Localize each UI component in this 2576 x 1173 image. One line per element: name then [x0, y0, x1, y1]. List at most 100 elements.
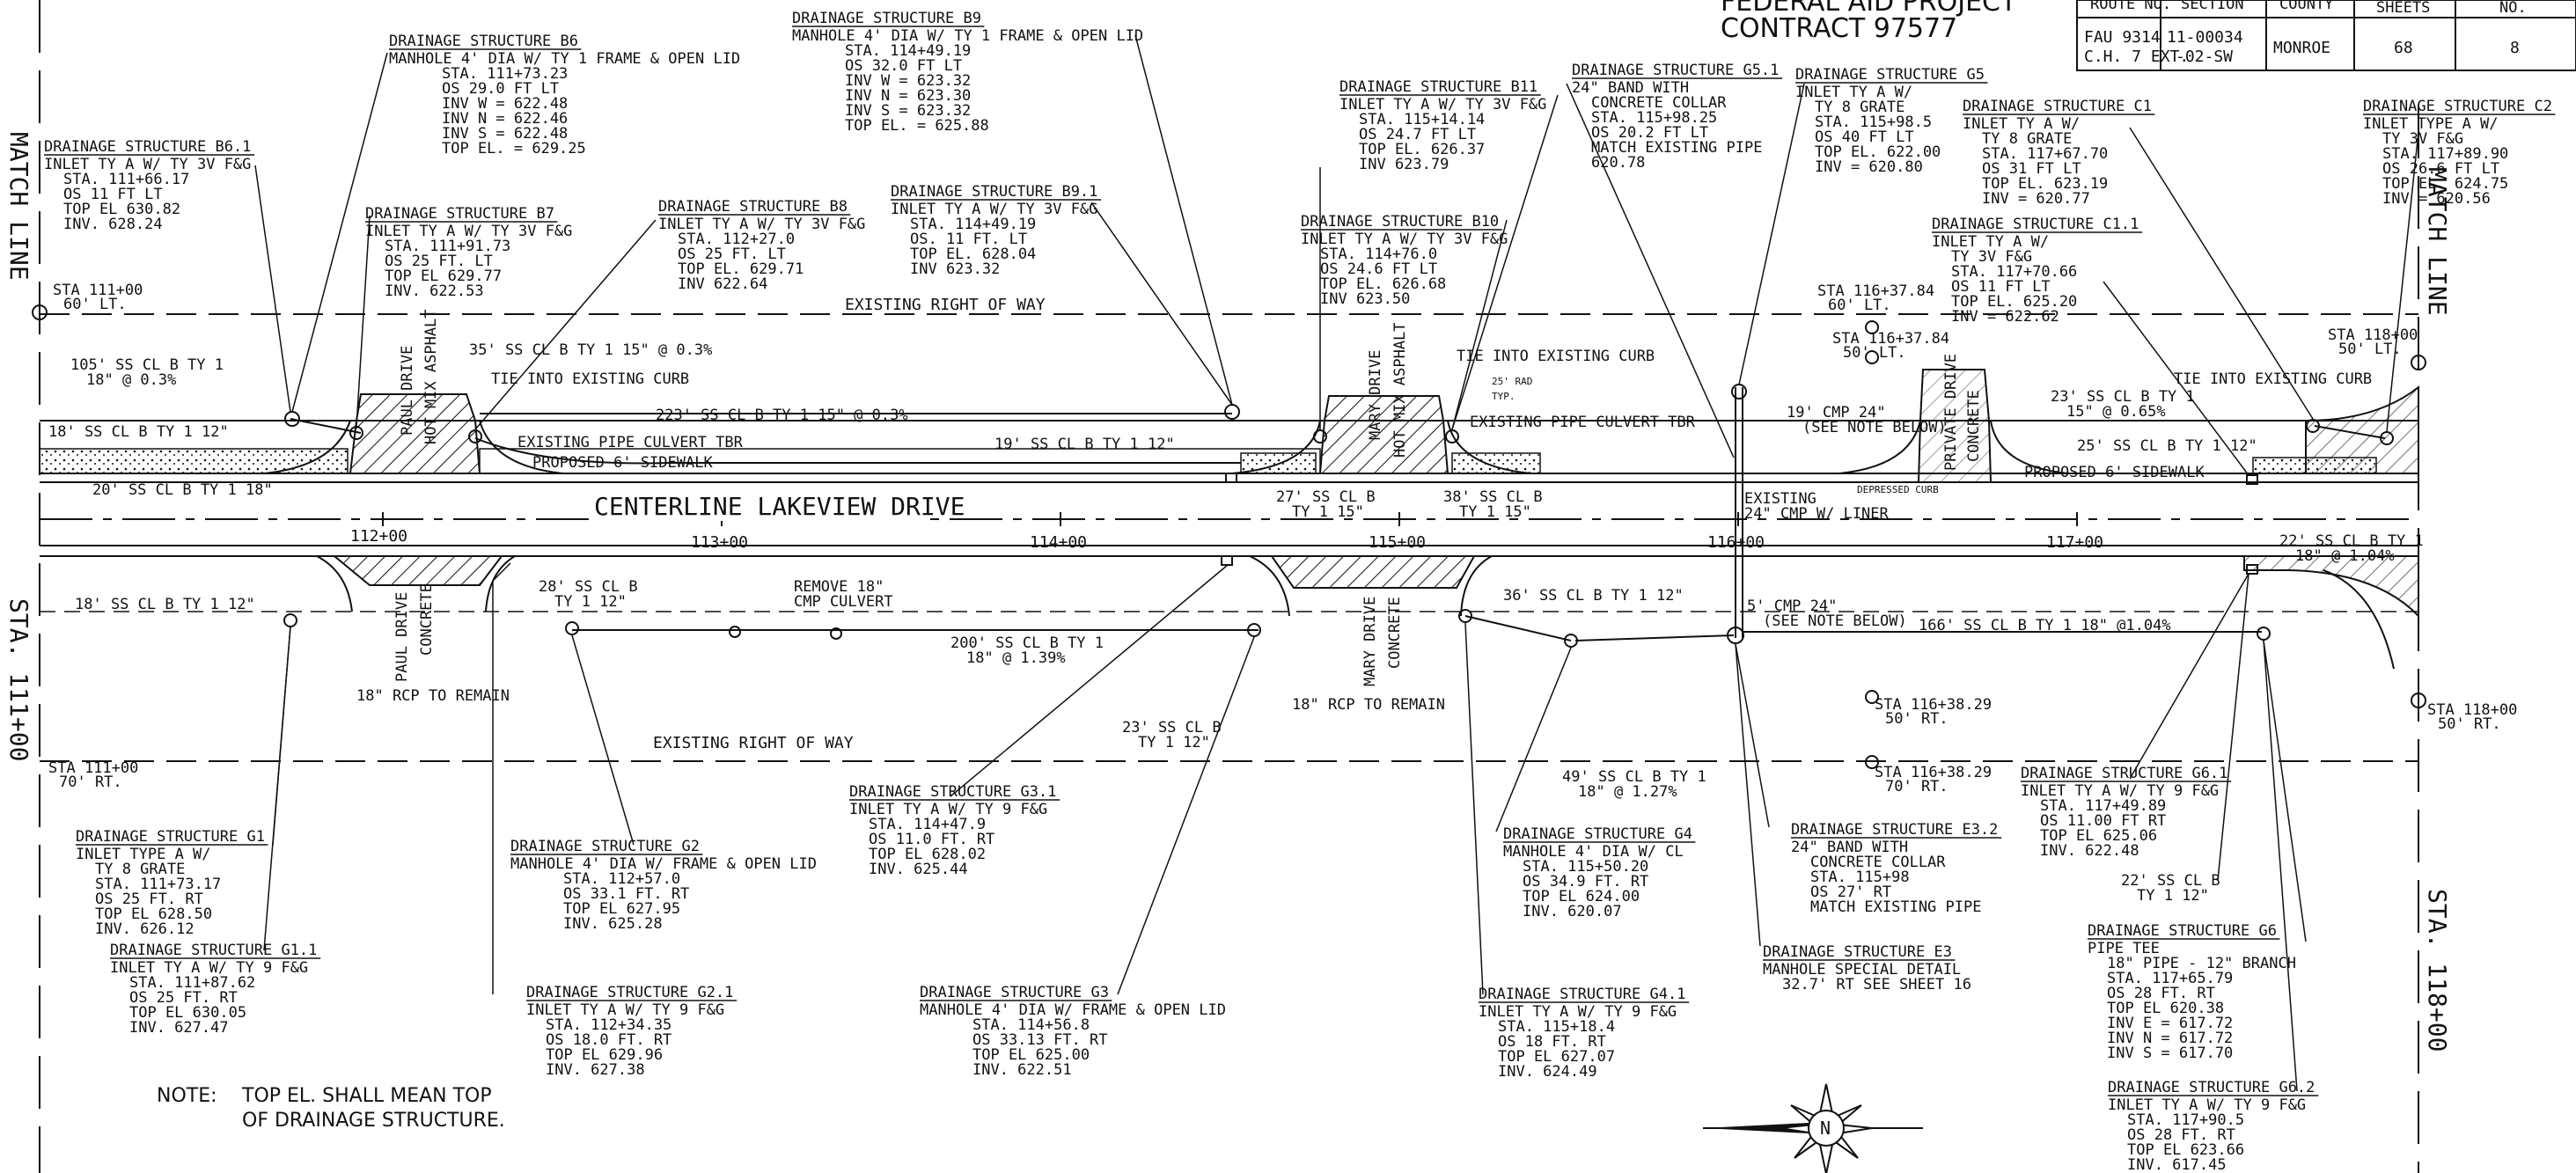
structure-line-g1: TOP EL 628.50: [95, 905, 212, 923]
sheets-header: SHEETS: [2376, 0, 2430, 17]
structure-line-g2-1: OS 18.0 FT. RT: [546, 1031, 672, 1049]
county-value: MONROE: [2273, 39, 2330, 57]
structure-line-g2-1: STA. 112+34.35: [546, 1016, 672, 1034]
station-offset-sta-116-north-1: STA 116+37.84: [1817, 282, 1934, 300]
structure-line-g4-1: TOP EL 627.07: [1498, 1048, 1615, 1066]
plan-note-existing-cmp: 24" CMP W/ LINER: [1744, 505, 1890, 523]
structure-line-b9: INV N = 623.30: [845, 87, 971, 105]
centerline-label-mask: [590, 493, 924, 521]
structure-title-g5: DRAINAGE STRUCTURE G5: [1795, 66, 1985, 84]
title-table: [2076, 0, 2576, 71]
structure-line-b9: INV S = 623.32: [845, 102, 971, 120]
structure-title-g6: DRAINAGE STRUCTURE G6: [2088, 922, 2277, 940]
structure-line-e3-2: STA. 115+98: [1810, 869, 1910, 886]
plan-note-rad: 25' RAD: [1492, 376, 1532, 387]
pipe-label-pipe-35: 35' SS CL B TY 1 15" @ 0.3%: [469, 341, 712, 359]
structure-line-c2: INLET TYPE A W/: [2363, 115, 2499, 133]
plan-note-culvert-tbr-2: EXISTING PIPE CULVERT TBR: [1470, 414, 1696, 431]
sewer-run-north-right: [2314, 425, 2386, 439]
structure-title-g1: DRAINAGE STRUCTURE G1: [76, 828, 265, 846]
pipe-label-pipe-23-b: TY 1 12": [1138, 734, 1210, 751]
structure-line-g1: INV. 626.12: [95, 920, 194, 938]
structure-line-c1: TY 8 GRATE: [1982, 130, 2072, 148]
federal-aid-header: FEDERAL AID PROJECT: [1721, 0, 2017, 18]
structure-line-g5-1: 620.78: [1591, 154, 1645, 172]
structure-line-g4-1: STA. 115+18.4: [1498, 1018, 1615, 1036]
station-ticks: [382, 512, 2078, 526]
structure-title-b6-1: DRAINAGE STRUCTURE B6.1: [44, 138, 251, 156]
plan-note-tie-curb-2: TIE INTO EXISTING CURB: [1457, 348, 1655, 365]
paul-drive-north-surface: HOT MIX ASPHALT: [422, 309, 440, 444]
station-offset-sta-116-south-2: STA 116+38.29: [1875, 764, 1992, 781]
structure-line-b9-1: INV 623.32: [910, 260, 1000, 278]
pipe-label-pipe-28: 28' SS CL B: [539, 578, 638, 596]
structure-line-g4: TOP EL 624.00: [1523, 888, 1640, 905]
plan-note-culvert-tbr-1: EXISTING PIPE CULVERT TBR: [517, 434, 744, 451]
mary-drive-south-surface: CONCRETE: [1386, 597, 1404, 669]
structure-line-g1: STA. 111+73.17: [95, 876, 221, 893]
structure-line-g3-1: TOP EL 628.02: [869, 846, 986, 863]
structure-line-g4-1: OS 18 FT. RT: [1498, 1033, 1606, 1051]
pipe-label-pipe-38: TY 1 15": [1459, 503, 1531, 521]
station-labels: 112+00 113+00 114+00 115+00 116+00 117+0…: [350, 527, 2103, 552]
curb-return-g6: [2243, 555, 2419, 619]
structure-line-g6-1: OS 11.00 FT RT: [2040, 812, 2166, 830]
structure-line-g3: STA. 114+56.8: [972, 1016, 1090, 1034]
note-line-2: OF DRAINAGE STRUCTURE.: [242, 1110, 505, 1132]
structure-line-c1-1: TY 3V F&G: [1951, 248, 2032, 266]
mary-drive-north-surface: HOT MIX ASPHALT: [1391, 322, 1409, 458]
structure-line-g3: INV. 622.51: [972, 1061, 1072, 1079]
plan-note-sidewalk-2: PROPOSED 6' SIDEWALK: [2024, 464, 2205, 481]
pipe-label-pipe-25: 25' SS CL B TY 1 12": [2077, 437, 2257, 455]
pipe-label-pipe-105: 105' SS CL B TY 1: [70, 356, 224, 374]
structure-line-g5-1: OS 20.2 FT LT: [1591, 124, 1708, 142]
sidewalk-north-right: [2252, 457, 2377, 474]
structure-line-b11: STA. 115+14.14: [1359, 111, 1485, 128]
general-note: NOTE: TOP EL. SHALL MEAN TOP OF DRAINAGE…: [157, 1085, 505, 1132]
structure-line-b7: INLET TY A W/ TY 3V F&G: [365, 223, 572, 240]
structure-title-g3-1: DRAINAGE STRUCTURE G3.1: [849, 783, 1056, 801]
plan-note-rad: TYP.: [1492, 391, 1516, 402]
structure-title-b10: DRAINAGE STRUCTURE B10: [1301, 213, 1499, 231]
structure-line-e3: MANHOLE SPECIAL DETAIL: [1763, 961, 1961, 979]
pipe-label-pipe-200: 18" @ 1.39%: [966, 649, 1066, 667]
station-offset-sta-118-south: 50' RT.: [2438, 715, 2501, 733]
structure-line-c1: TOP EL. 623.19: [1982, 175, 2108, 193]
structure-line-g5-1: MATCH EXISTING PIPE: [1591, 139, 1762, 157]
culvert-tbr-north: [474, 437, 1241, 465]
structure-title-c1: DRAINAGE STRUCTURE C1: [1963, 98, 2152, 115]
structure-callout-g5-1: DRAINAGE STRUCTURE G5.124" BAND WITHCONC…: [1572, 62, 1783, 172]
pipe-label-pipe-19-cmp: 19' CMP 24": [1787, 404, 1886, 422]
plan-note-tie-curb-1: TIE INTO EXISTING CURB: [491, 370, 689, 388]
pipe-label-pipe-38: 38' SS CL B: [1443, 488, 1543, 506]
structure-line-g2-1: TOP EL 629.96: [546, 1046, 663, 1064]
sheet-number-value: 8: [2510, 39, 2520, 57]
structure-line-b10: TOP EL. 626.68: [1320, 275, 1446, 293]
structure-title-b9: DRAINAGE STRUCTURE B9: [792, 10, 981, 27]
structure-line-g3-1: STA. 114+47.9: [869, 816, 986, 833]
structure-line-g5: OS 40 FT LT: [1815, 128, 1914, 146]
structure-line-g1-1: INV. 627.47: [129, 1019, 229, 1037]
structure-title-e3: DRAINAGE STRUCTURE E3: [1763, 943, 1952, 961]
paul-drive-south: [316, 555, 516, 612]
structure-line-g6: STA. 117+65.79: [2107, 970, 2233, 987]
structure-line-b7: STA. 111+91.73: [385, 238, 510, 255]
curb-return-g6-line: [2323, 569, 2395, 670]
pipe-label-pipe-5-cmp: 5' CMP 24": [1747, 597, 1837, 615]
structure-line-b9: STA. 114+49.19: [845, 42, 971, 60]
structure-line-b11: OS 24.7 FT LT: [1359, 126, 1476, 143]
structure-line-c2: STA. 117+89.90: [2382, 145, 2508, 163]
station-label-115: 115+00: [1369, 533, 1426, 552]
total-sheets-value: 68: [2394, 39, 2413, 57]
paul-drive-south-name: PAUL DRIVE: [393, 592, 411, 682]
